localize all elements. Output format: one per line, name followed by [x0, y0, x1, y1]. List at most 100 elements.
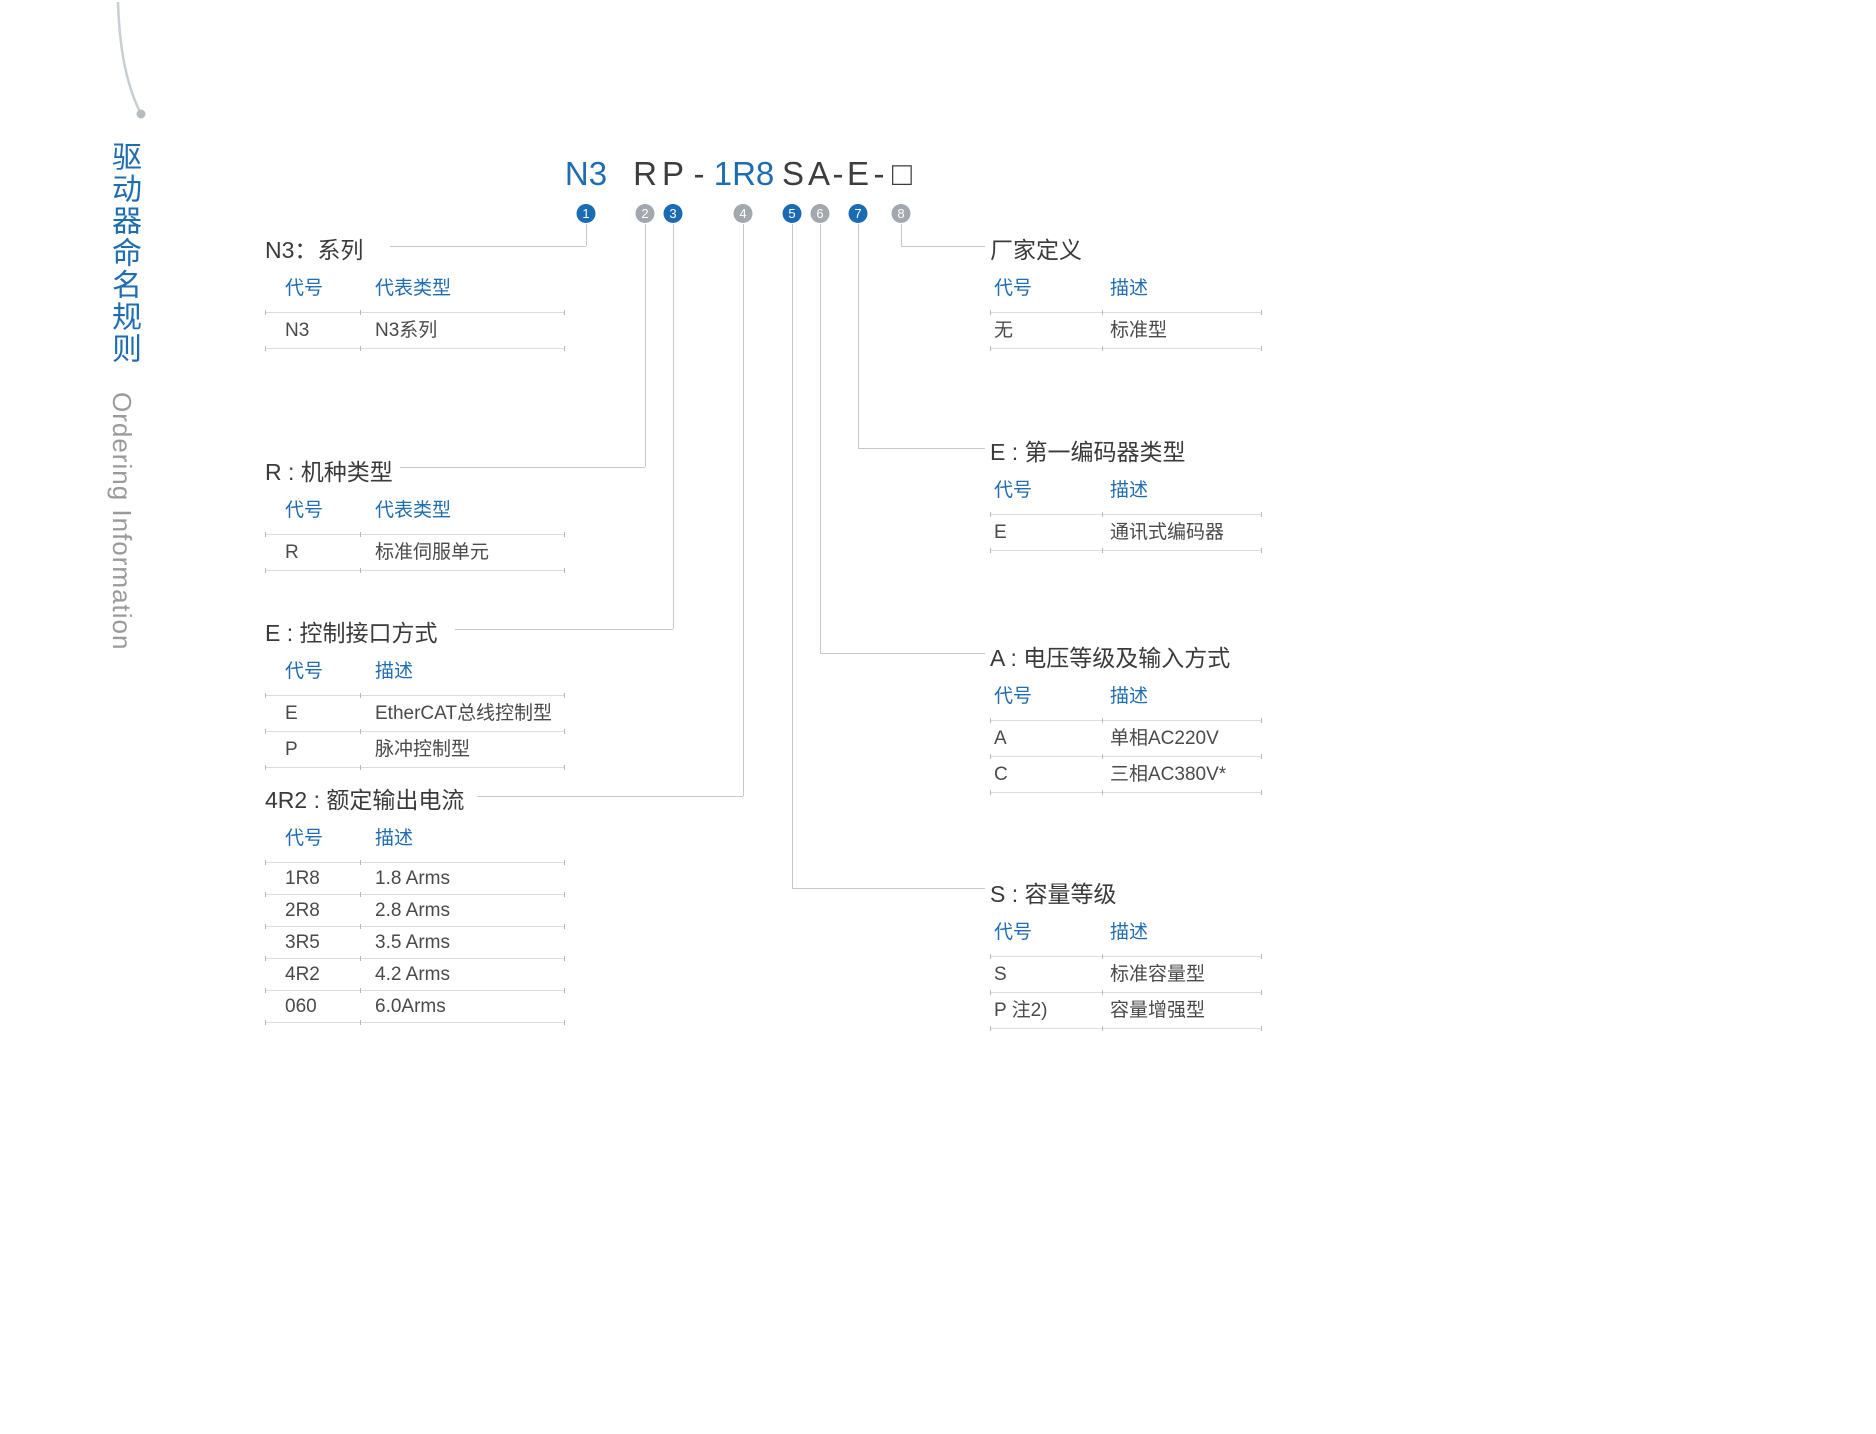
divider [265, 729, 565, 734]
col-header-desc: 描述 [1110, 278, 1149, 299]
connector-5-horizontal [792, 888, 985, 889]
table-series-title: N3：系列 [265, 237, 364, 263]
cell-desc: N3系列 [375, 320, 438, 341]
table-header: 代号 描述 [990, 270, 1262, 312]
table-voltage-class-title: A : 电压等级及输入方式 [990, 645, 1231, 671]
badge-8: 8 [891, 204, 911, 223]
connector-8-vertical [901, 224, 902, 246]
divider [265, 693, 565, 698]
connector-7-vertical [858, 224, 859, 448]
cell-code: E [994, 522, 1007, 543]
col-header-desc: 描述 [375, 828, 414, 849]
divider [265, 860, 565, 865]
badge-3: 3 [663, 204, 683, 223]
table-row: 2R8 2.8 Arms [265, 895, 565, 926]
divider [990, 718, 1262, 723]
table-row: 3R5 3.5 Arms [265, 927, 565, 958]
table-row: E 通讯式编码器 [990, 515, 1262, 550]
divider [990, 954, 1262, 959]
divider [265, 532, 565, 537]
col-header-desc: 描述 [1110, 686, 1149, 707]
divider [990, 754, 1262, 759]
divider [265, 765, 565, 770]
table-capacity-class: S : 容量等级 代号 描述 S 标准容量型 P 注2) 容量增强型 [990, 881, 1262, 1031]
divider [990, 548, 1262, 553]
connector-4-vertical [743, 224, 744, 796]
connector-4-horizontal [477, 796, 743, 797]
connector-3-vertical [673, 224, 674, 629]
table-row: 无 标准型 [990, 313, 1262, 348]
connector-1-horizontal [390, 246, 586, 247]
cell-desc: 标准伺服单元 [375, 542, 490, 563]
cell-code: S [994, 964, 1007, 985]
table-factory-defined-title: 厂家定义 [990, 237, 1082, 263]
badge-1: 1 [576, 204, 596, 223]
table-row: N3 N3系列 [265, 313, 565, 348]
cell-code: 无 [994, 320, 1014, 341]
cell-code: N3 [285, 320, 310, 341]
col-header-code: 代号 [285, 828, 324, 849]
table-voltage-class: A : 电压等级及输入方式 代号 描述 A 单相AC220V C 三相AC380… [990, 645, 1262, 795]
table-row: 1R8 1.8 Arms [265, 863, 565, 894]
cell-code: 4R2 [285, 964, 320, 985]
code-dash-3: - [873, 155, 885, 192]
table-row: 4R2 4.2 Arms [265, 959, 565, 990]
cell-desc: 6.0Arms [375, 996, 446, 1017]
divider [990, 512, 1262, 517]
cell-desc: 脉冲控制型 [375, 739, 471, 760]
divider [265, 346, 565, 351]
divider [990, 1026, 1262, 1031]
divider [265, 956, 565, 961]
table-control-interface: E : 控制接口方式 代号 描述 E EtherCAT总线控制型 P 脉冲控制型 [265, 620, 565, 770]
table-capacity-class-title: S : 容量等级 [990, 881, 1117, 907]
table-machine-type-title: R : 机种类型 [265, 459, 393, 485]
code-dash-2: - [832, 155, 844, 192]
table-row: P 注2) 容量增强型 [990, 993, 1262, 1028]
page-title-zh: 驱动器命名规则 [107, 141, 140, 365]
col-header-desc: 代表类型 [375, 278, 452, 299]
table-header: 代号 描述 [990, 678, 1262, 720]
table-row: R 标准伺服单元 [265, 535, 565, 570]
table-factory-defined: 厂家定义 代号 描述 无 标准型 [990, 237, 1262, 351]
code-dash-1: - [693, 155, 705, 192]
cell-desc: 单相AC220V [1110, 728, 1219, 749]
badge-7: 7 [848, 204, 868, 223]
cell-desc: 4.2 Arms [375, 964, 450, 985]
table-rated-current: 4R2 : 额定输出电流 代号 描述 1R8 1.8 Arms 2R8 2.8 … [265, 787, 565, 1025]
cell-desc: 容量增强型 [1110, 1000, 1206, 1021]
code-seg-e: E [846, 155, 870, 192]
table-header: 代号 描述 [990, 914, 1262, 956]
connector-8-horizontal [901, 246, 985, 247]
cell-code: 060 [285, 996, 317, 1017]
connector-1-vertical [586, 224, 587, 246]
divider [990, 990, 1262, 995]
page-title-en: Ordering Information [107, 392, 137, 651]
cell-desc: 2.8 Arms [375, 900, 450, 921]
table-row: C 三相AC380V* [990, 757, 1262, 792]
cell-code: 1R8 [285, 868, 320, 889]
cell-desc: 通讯式编码器 [1110, 522, 1225, 543]
col-header-code: 代号 [994, 480, 1033, 501]
connector-6-vertical [820, 224, 821, 653]
divider [265, 1020, 565, 1025]
badge-5: 5 [782, 204, 802, 223]
corner-decoration-line [116, 1, 146, 119]
col-header-code: 代号 [994, 686, 1033, 707]
divider [265, 988, 565, 993]
cell-desc: 标准容量型 [1110, 964, 1206, 985]
cell-code: P [285, 739, 298, 760]
cell-desc: EtherCAT总线控制型 [375, 703, 553, 724]
connector-3-horizontal [455, 629, 673, 630]
cell-code: 3R5 [285, 932, 320, 953]
connector-2-vertical [645, 224, 646, 467]
col-header-code: 代号 [994, 922, 1033, 943]
table-header: 代号 代表类型 [265, 270, 565, 312]
cell-desc: 标准型 [1110, 320, 1168, 341]
code-seg-1r8: 1R8 [713, 155, 775, 192]
table-header: 代号 描述 [265, 820, 565, 862]
table-machine-type: R : 机种类型 代号 代表类型 R 标准伺服单元 [265, 459, 565, 573]
badge-4: 4 [733, 204, 753, 223]
cell-code: R [285, 542, 299, 563]
table-encoder-type: E : 第一编码器类型 代号 描述 E 通讯式编码器 [990, 439, 1262, 553]
table-row: S 标准容量型 [990, 957, 1262, 992]
